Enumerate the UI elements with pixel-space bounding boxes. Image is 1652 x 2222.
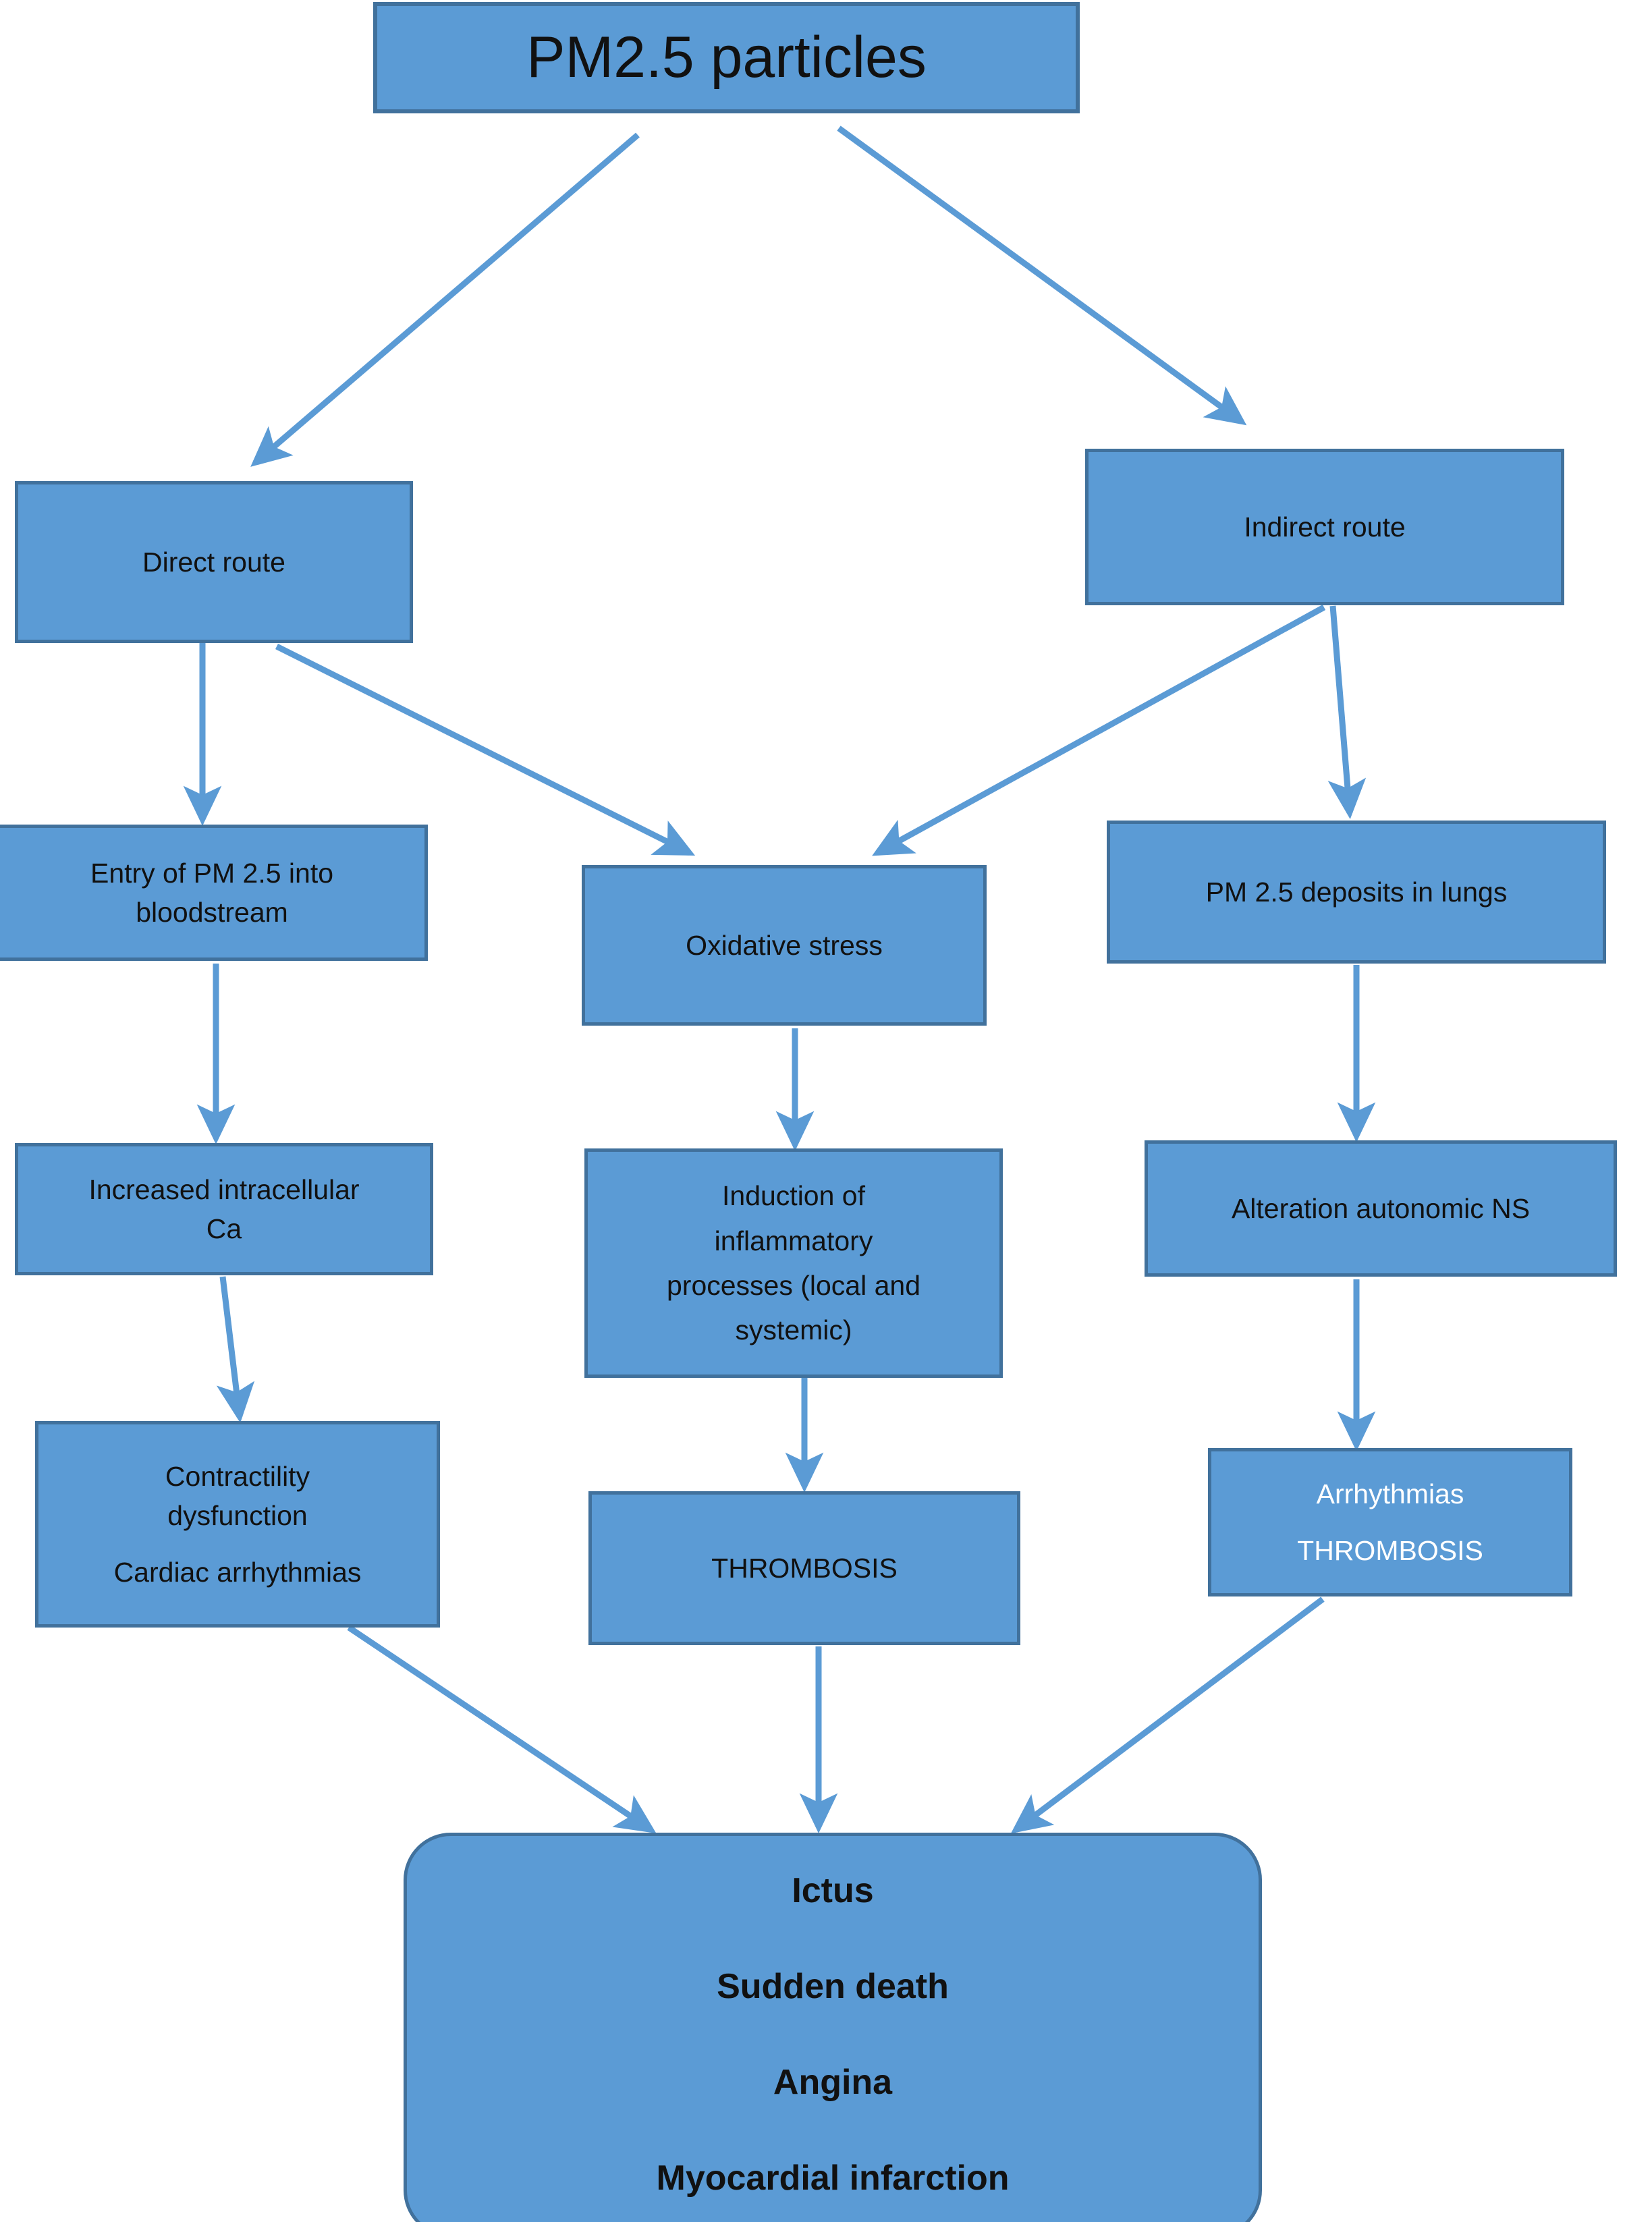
- node-oxidative-stress-line-0: Oxidative stress: [686, 929, 883, 961]
- node-intracellular-ca[interactable]: Increased intracellular Ca: [15, 1143, 433, 1275]
- node-inflammatory-processes-line-1: inflammatory: [714, 1225, 873, 1256]
- edge-pm25-to-direct: [250, 132, 640, 467]
- node-direct-route-line-0: Direct route: [142, 546, 285, 578]
- node-pm25[interactable]: PM2.5 particles: [373, 2, 1080, 113]
- node-intracellular-ca-line-0: Increased intracellular: [88, 1173, 360, 1205]
- node-contractility-dysfunction[interactable]: Contractility dysfunction Cardiac arrhyt…: [35, 1421, 440, 1628]
- node-thrombosis-center-line-0: THROMBOSIS: [711, 1552, 898, 1584]
- edge-pm25-to-indirect: [837, 126, 1247, 426]
- node-inflammatory-processes[interactable]: Induction of inflammatory processes (loc…: [584, 1148, 1003, 1378]
- node-arrhythmias-thrombosis-line-1: THROMBOSIS: [1297, 1535, 1483, 1566]
- node-inflammatory-processes-line-2: processes (local and: [666, 1270, 921, 1301]
- node-intracellular-ca-line-1: Ca: [206, 1213, 242, 1244]
- node-entry-bloodstream[interactable]: Entry of PM 2.5 into bloodstream: [0, 825, 428, 961]
- node-pm25-deposits-lungs[interactable]: PM 2.5 deposits in lungs: [1107, 821, 1606, 964]
- node-thrombosis-center[interactable]: THROMBOSIS: [588, 1491, 1020, 1645]
- edge-indirect-to-deposits: [1327, 605, 1367, 819]
- node-oxidative-stress[interactable]: Oxidative stress: [582, 865, 987, 1026]
- node-contractility-dysfunction-line-3: Cardiac arrhythmias: [113, 1557, 362, 1588]
- edge-contract-to-outcomes: [347, 1625, 657, 1834]
- node-entry-bloodstream-line-1: bloodstream: [136, 897, 288, 928]
- node-clinical-outcomes-line-2: Angina: [773, 2063, 893, 2102]
- node-arrhythmias-thrombosis-line-0: Arrhythmias: [1316, 1478, 1464, 1509]
- node-entry-bloodstream-line-0: Entry of PM 2.5 into: [90, 857, 334, 889]
- node-alteration-autonomic-ns-line-0: Alteration autonomic NS: [1231, 1192, 1531, 1224]
- node-clinical-outcomes-line-0: Ictus: [792, 1871, 874, 1911]
- node-pm25-line-0: PM2.5 particles: [526, 25, 927, 90]
- node-contractility-dysfunction-line-1: dysfunction: [167, 1499, 308, 1531]
- node-contractility-dysfunction-line-0: Contractility: [165, 1460, 310, 1492]
- edge-arrhythmia-to-outcomes: [1010, 1596, 1325, 1834]
- node-clinical-outcomes-line-1: Sudden death: [717, 1967, 949, 2007]
- node-alteration-autonomic-ns[interactable]: Alteration autonomic NS: [1145, 1140, 1617, 1277]
- edge-calcium-to-contract: [216, 1276, 255, 1423]
- edge-indirect-to-oxidative: [872, 605, 1326, 856]
- node-indirect-route[interactable]: Indirect route: [1085, 449, 1564, 605]
- node-inflammatory-processes-line-0: Induction of: [722, 1180, 865, 1212]
- edge-direct-to-oxidative: [275, 643, 696, 856]
- node-direct-route[interactable]: Direct route: [15, 481, 413, 643]
- node-indirect-route-line-0: Indirect route: [1244, 511, 1406, 543]
- node-clinical-outcomes-line-3: Myocardial infarction: [656, 2158, 1010, 2198]
- node-arrhythmias-thrombosis[interactable]: Arrhythmias THROMBOSIS: [1208, 1448, 1572, 1596]
- node-clinical-outcomes[interactable]: Ictus Sudden death Angina Myocardial inf…: [404, 1833, 1262, 2222]
- node-pm25-deposits-lungs-line-0: PM 2.5 deposits in lungs: [1205, 876, 1508, 908]
- node-inflammatory-processes-line-3: systemic): [735, 1314, 852, 1346]
